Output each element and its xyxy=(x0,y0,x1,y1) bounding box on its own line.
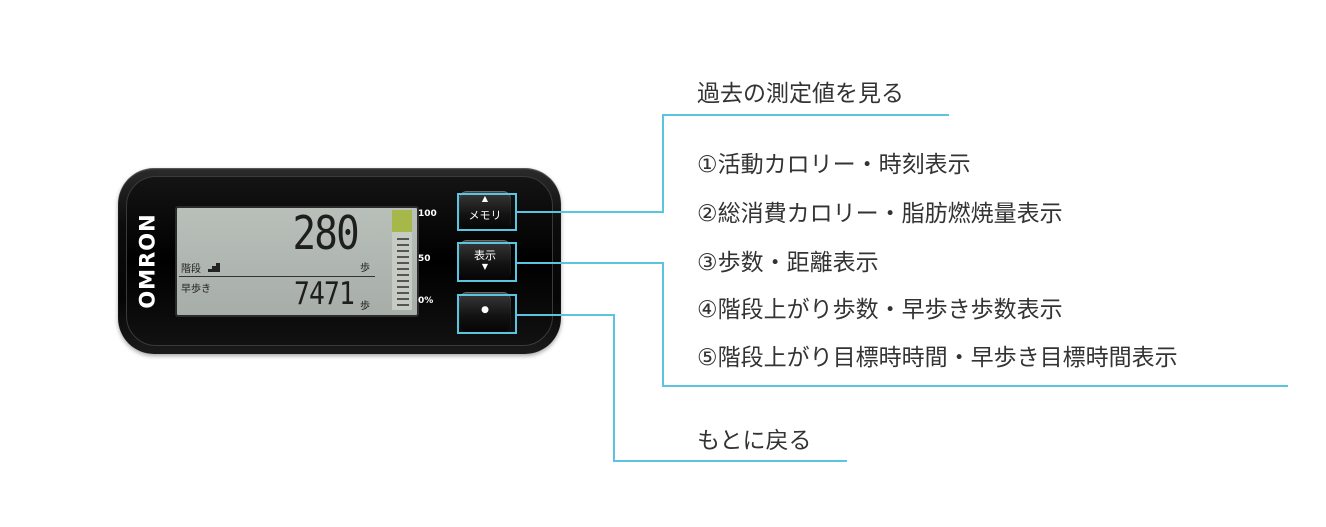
line-heading-underline xyxy=(662,114,949,116)
display-button-highlight xyxy=(457,242,517,282)
display-button[interactable] xyxy=(459,240,511,280)
lcd-bottom-value: 7471 xyxy=(293,276,355,312)
lcd-label-brisk: 早歩き xyxy=(181,284,211,295)
heading-view-past: 過去の測定値を見る xyxy=(697,81,904,107)
lcd-screen xyxy=(175,206,419,317)
line-display-horizontal xyxy=(517,262,664,264)
gauge-tick xyxy=(397,274,409,276)
list-item: ④階段上がり歩数・早歩き歩数表示 xyxy=(697,297,1063,323)
scale-label-0: 0% xyxy=(418,296,434,306)
line-set-horizontal xyxy=(517,314,615,316)
gauge-track xyxy=(392,210,412,310)
gauge-tick xyxy=(397,304,409,306)
gauge-tick xyxy=(397,256,409,258)
gauge-tick xyxy=(397,292,409,294)
gauge-tick xyxy=(397,238,409,240)
memory-button-label: メモリ xyxy=(468,209,502,222)
line-back-underline xyxy=(613,460,847,462)
gauge-tick xyxy=(397,244,409,246)
line-memory-horizontal xyxy=(517,211,664,213)
scale-label-50: 50 xyxy=(418,254,431,264)
lcd-label-stairs: 階段 xyxy=(181,264,201,275)
lcd-top-value: 280 xyxy=(292,206,359,260)
stairs-icon xyxy=(208,263,220,272)
list-item: ⑤階段上がり目標時時間・早歩き目標時間表示 xyxy=(697,345,1178,371)
scale-label-100: 100 xyxy=(418,209,437,219)
line-set-vertical xyxy=(613,314,615,462)
set-button[interactable] xyxy=(459,292,511,332)
memory-arrow-icon: ▲ xyxy=(481,194,489,203)
lcd-bottom-unit: 歩 xyxy=(360,301,370,312)
list-item: ②総消費カロリー・脂肪燃焼量表示 xyxy=(697,201,1063,227)
set-button-highlight xyxy=(457,294,517,334)
gauge-tick xyxy=(397,262,409,264)
line-items-underline xyxy=(662,385,1288,387)
list-item: ③歩数・距離表示 xyxy=(697,250,879,276)
gauge-tick xyxy=(397,298,409,300)
heading-go-back: もとに戻る xyxy=(697,428,812,454)
gauge-tick xyxy=(397,250,409,252)
gauge-tick xyxy=(397,280,409,282)
display-button-label: 表示 xyxy=(474,249,496,262)
set-dot-icon: ● xyxy=(481,305,489,315)
gauge-tick xyxy=(397,286,409,288)
lcd-divider xyxy=(179,276,375,277)
line-display-vertical xyxy=(662,262,664,387)
display-arrow-icon: ▼ xyxy=(481,262,489,271)
gauge-fill xyxy=(392,210,412,232)
memory-button-highlight xyxy=(457,193,517,231)
line-memory-vertical xyxy=(662,114,664,213)
memory-button[interactable] xyxy=(459,191,511,231)
list-item: ①活動カロリー・時刻表示 xyxy=(697,152,971,178)
brand-logo: OMRON xyxy=(136,213,161,309)
lcd-top-unit: 歩 xyxy=(360,263,370,274)
gauge-tick xyxy=(397,268,409,270)
